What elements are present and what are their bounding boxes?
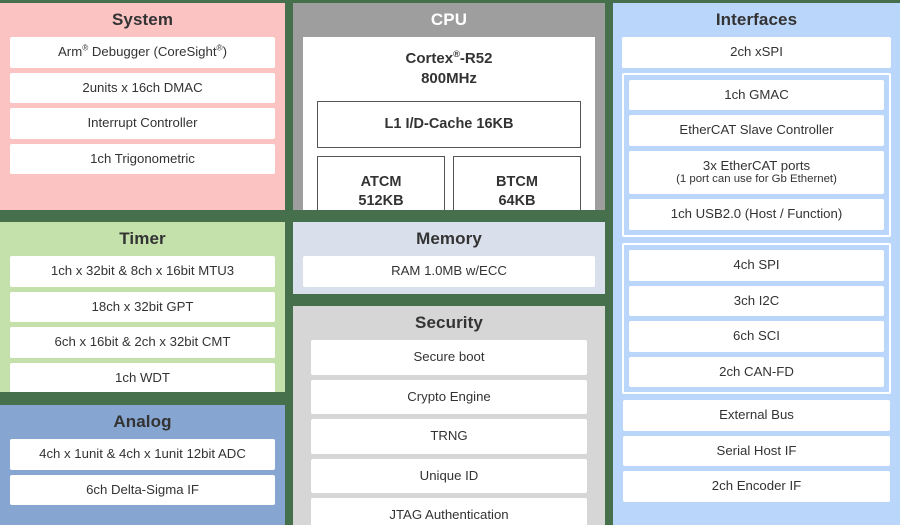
item-adc: 4ch x 1unit & 4ch x 1unit 12bit ADC xyxy=(10,439,275,470)
block-title-memory: Memory xyxy=(416,229,482,248)
item-sci: 6ch SCI xyxy=(629,321,884,352)
block-title-analog: Analog xyxy=(113,412,172,431)
cpu-core-card: Cortex®-R52 800MHz L1 I/D-Cache 16KB ATC… xyxy=(303,37,595,210)
block-memory: Memory RAM 1.0MB w/ECC xyxy=(293,222,605,294)
block-title-system: System xyxy=(111,10,174,29)
item-cmt: 6ch x 16bit & 2ch x 32bit CMT xyxy=(10,327,275,358)
block-system: System Arm® Debugger (CoreSight®) 2units… xyxy=(0,3,285,210)
item-serial-host-if: Serial Host IF xyxy=(623,435,890,467)
cpu-atcm: ATCM 512KB xyxy=(317,156,445,210)
cpu-core-clock: 800MHz xyxy=(421,69,477,87)
cpu-btcm-name: BTCM xyxy=(496,174,538,191)
interfaces-group-network: 1ch GMAC EtherCAT Slave Controller 3x Et… xyxy=(622,72,891,237)
item-mtu3: 1ch x 32bit & 8ch x 16bit MTU3 xyxy=(10,256,275,287)
cpu-core-name: Cortex®-R52 xyxy=(405,49,493,67)
item-delta-sigma: 6ch Delta-Sigma IF xyxy=(10,474,275,506)
cpu-l1-cache: L1 I/D-Cache 16KB xyxy=(317,100,581,149)
cpu-atcm-size: 512KB xyxy=(358,193,404,210)
item-i2c: 3ch I2C xyxy=(629,285,884,317)
item-can-fd: 2ch CAN-FD xyxy=(629,356,884,388)
interfaces-group-bus: External Bus Serial Host IF 2ch Encoder … xyxy=(622,400,891,503)
cpu-core-label: Cortex®-R52 800MHz xyxy=(317,47,581,101)
cpu-btcm-size: 64KB xyxy=(498,193,536,210)
block-title-interfaces: Interfaces xyxy=(715,10,798,29)
block-title-timer: Timer xyxy=(119,229,166,248)
item-crypto-engine: Crypto Engine xyxy=(311,379,587,415)
item-secure-boot: Secure boot xyxy=(311,340,587,375)
block-title-security: Security xyxy=(415,313,483,332)
block-cpu: CPU Cortex®-R52 800MHz L1 I/D-Cache 16KB… xyxy=(293,3,605,210)
item-gmac: 1ch GMAC xyxy=(629,79,884,111)
item-xspi: 2ch xSPI xyxy=(622,37,891,68)
block-analog: Analog 4ch x 1unit & 4ch x 1unit 12bit A… xyxy=(0,405,285,525)
block-security: Security Secure boot Crypto Engine TRNG … xyxy=(293,306,605,525)
item-arm-debugger: Arm® Debugger (CoreSight®) xyxy=(10,37,275,68)
interfaces-group-serial: 4ch SPI 3ch I2C 6ch SCI 2ch CAN-FD xyxy=(622,243,891,395)
item-ethercat-ports-note: (1 port can use for Gb Ethernet) xyxy=(676,173,837,186)
item-gpt: 18ch x 32bit GPT xyxy=(10,291,275,323)
item-external-bus: External Bus xyxy=(623,400,890,431)
item-ethercat-ports-label: 3x EtherCAT ports xyxy=(702,157,811,173)
cpu-btcm: BTCM 64KB xyxy=(453,156,581,210)
item-ethercat-slave-controller: EtherCAT Slave Controller xyxy=(629,115,884,146)
item-usb20: 1ch USB2.0 (Host / Function) xyxy=(629,199,884,230)
item-trng: TRNG xyxy=(311,419,587,454)
item-dmac: 2units x 16ch DMAC xyxy=(10,72,275,104)
item-encoder-if: 2ch Encoder IF xyxy=(623,471,890,503)
item-jtag-authentication: JTAG Authentication xyxy=(311,498,587,525)
item-ram: RAM 1.0MB w/ECC xyxy=(303,256,595,287)
item-wdt: 1ch WDT xyxy=(10,362,275,392)
item-trigonometric: 1ch Trigonometric xyxy=(10,143,275,175)
item-unique-id: Unique ID xyxy=(311,458,587,494)
item-interrupt-controller: Interrupt Controller xyxy=(10,108,275,139)
item-ethercat-ports: 3x EtherCAT ports (1 port can use for Gb… xyxy=(629,150,884,195)
block-interfaces: Interfaces 2ch xSPI 1ch GMAC EtherCAT Sl… xyxy=(613,3,900,525)
block-title-cpu: CPU xyxy=(430,10,468,29)
cpu-atcm-name: ATCM xyxy=(360,174,402,191)
block-timer: Timer 1ch x 32bit & 8ch x 16bit MTU3 18c… xyxy=(0,222,285,392)
cpu-tcm-row: ATCM 512KB BTCM 64KB xyxy=(317,156,581,210)
item-spi: 4ch SPI xyxy=(629,250,884,281)
